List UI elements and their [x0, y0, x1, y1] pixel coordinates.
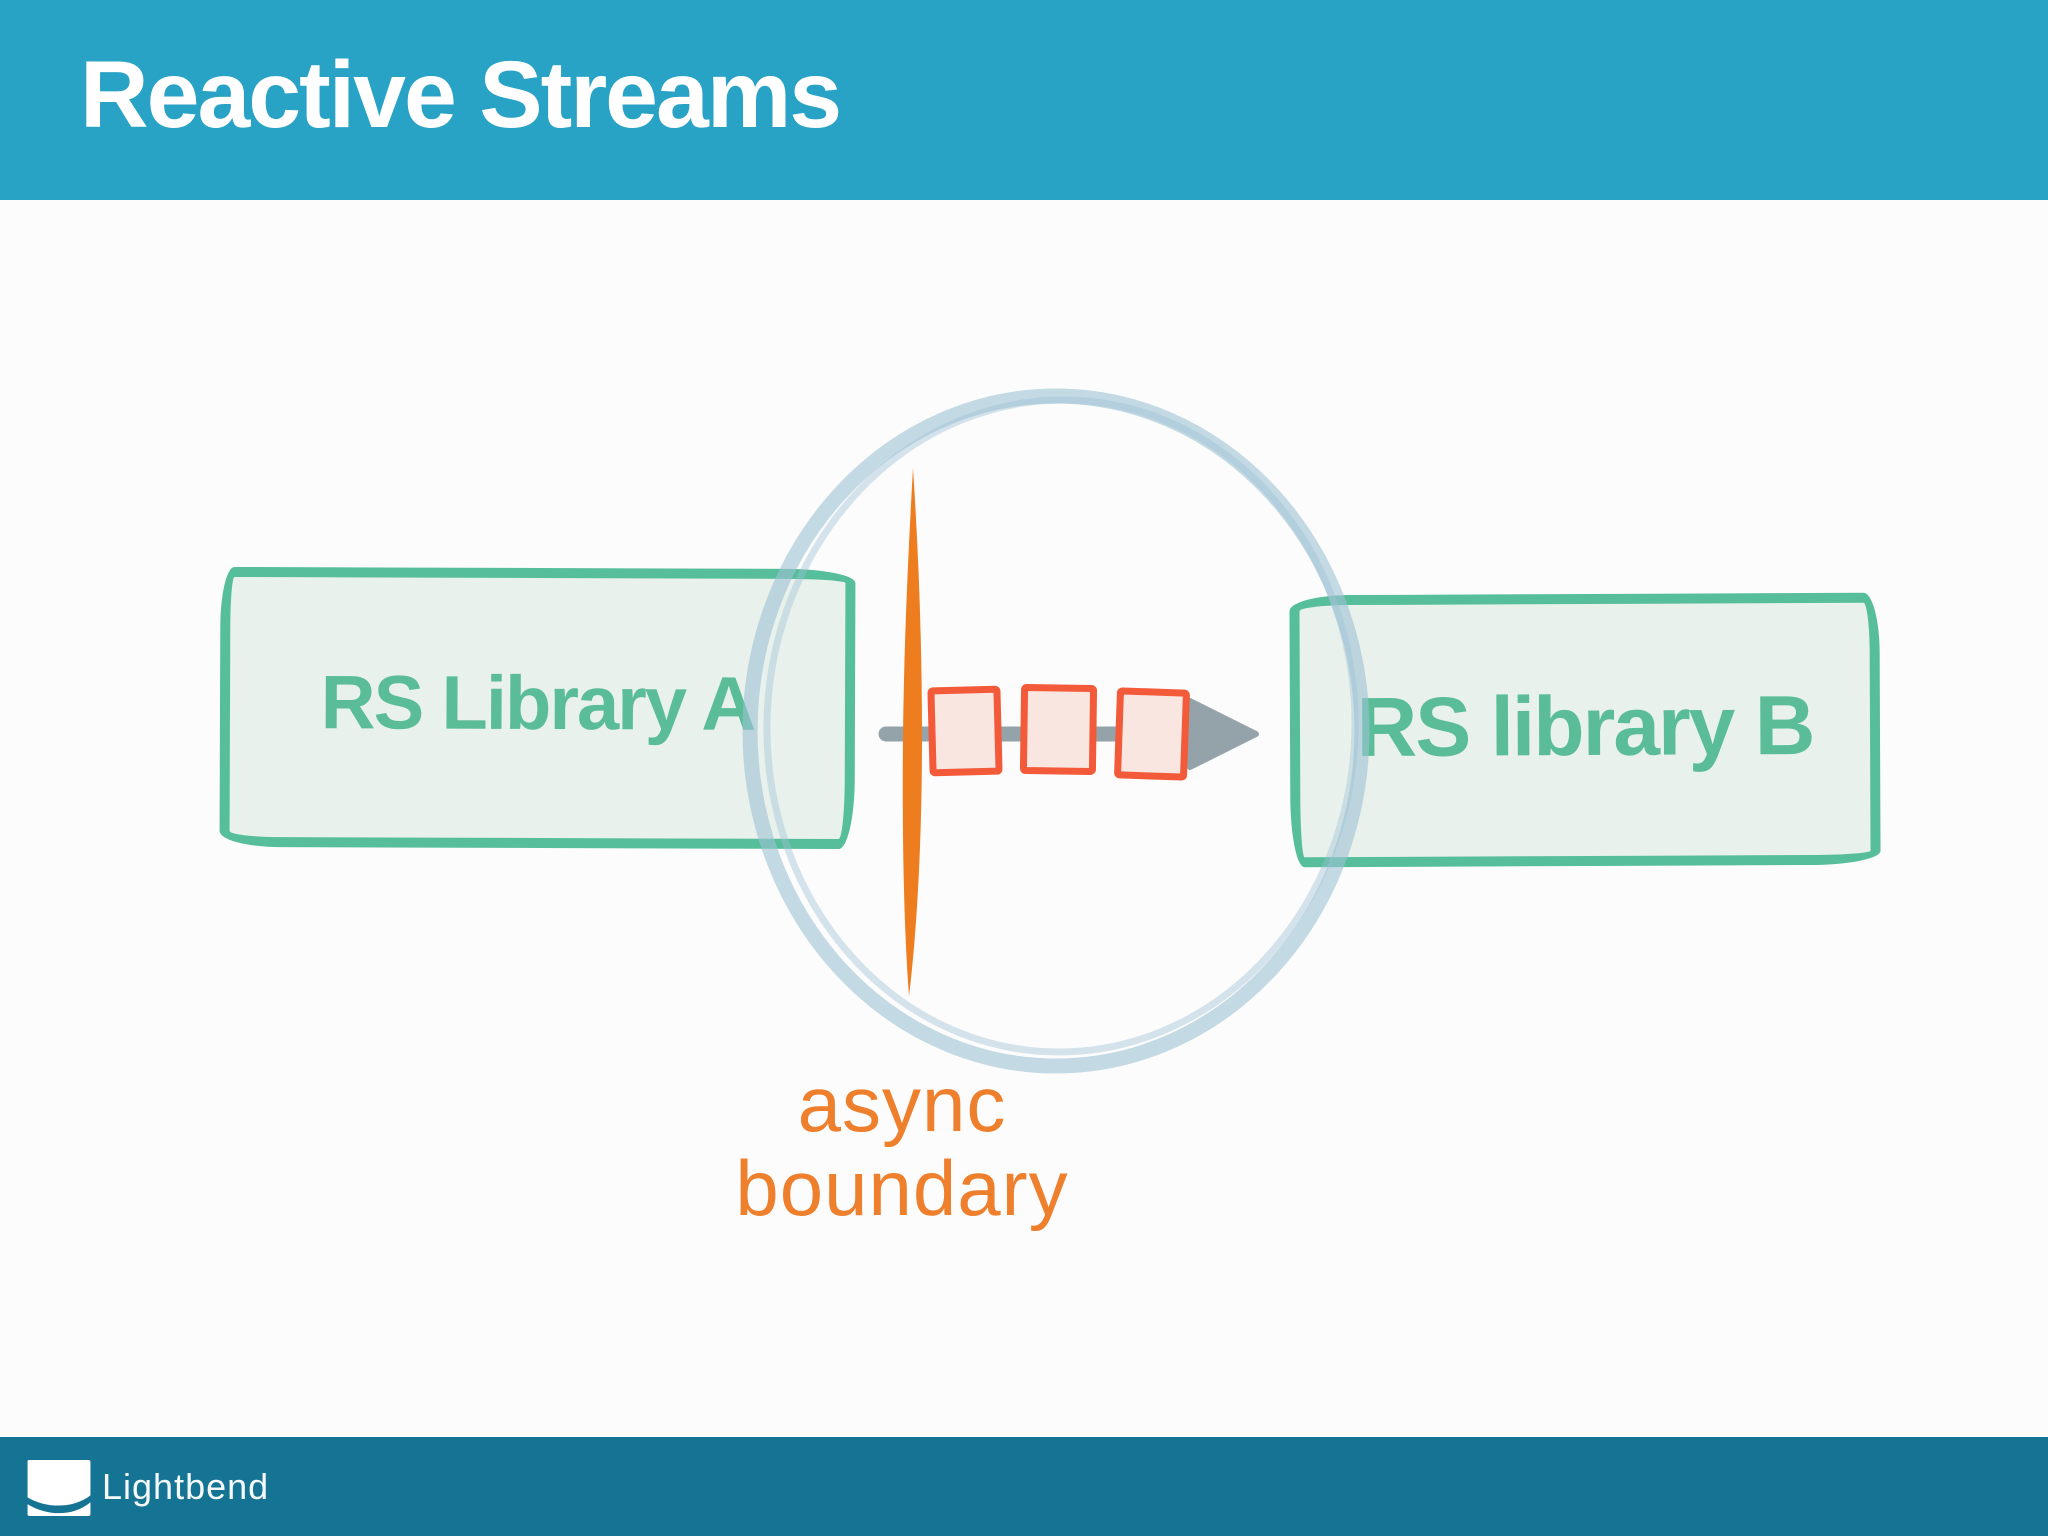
- slide-footer: Lightbend: [0, 1437, 2048, 1536]
- async-boundary-line-icon: [902, 468, 922, 996]
- stream-element-square: [1114, 687, 1190, 781]
- box-rs-library-a-label: RS Library A: [320, 660, 755, 747]
- async-boundary-label-line1: async: [797, 1060, 1007, 1148]
- stream-arrow-head-icon: [1187, 698, 1259, 770]
- stream-element-square: [1019, 684, 1098, 775]
- box-rs-library-b-label: RS library B: [1356, 678, 1814, 774]
- lightbend-logo-icon: [27, 1459, 91, 1516]
- async-boundary-label-line2: boundary: [735, 1144, 1069, 1232]
- stream-element-square: [927, 685, 1003, 777]
- slide-header: Reactive Streams: [0, 0, 2048, 200]
- box-rs-library-a: RS Library A: [219, 566, 856, 850]
- stream-elements: [927, 684, 1190, 781]
- async-boundary-label: async boundary: [735, 1062, 1068, 1230]
- box-rs-library-b: RS library B: [1289, 592, 1881, 868]
- page-title: Reactive Streams: [80, 41, 842, 148]
- footer-brand: Lightbend: [102, 1465, 270, 1507]
